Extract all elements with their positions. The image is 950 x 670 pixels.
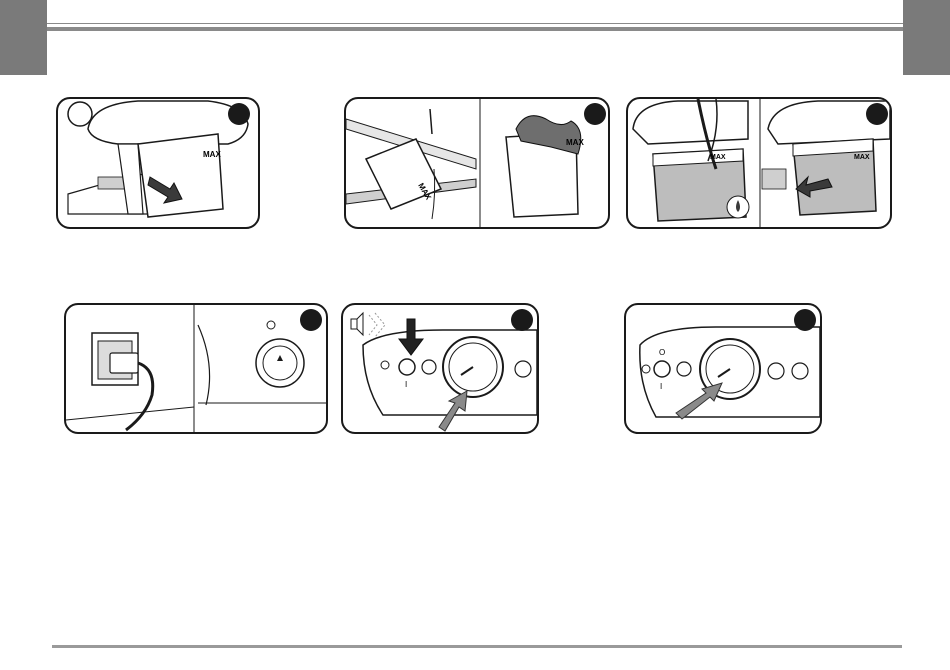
gauge-ready-drawing: O I bbox=[626, 305, 820, 432]
step-indicator bbox=[300, 309, 322, 331]
power-switch-mark: I bbox=[660, 382, 662, 391]
tank-max-label-2: MAX bbox=[566, 138, 584, 147]
step-indicator bbox=[511, 309, 533, 331]
press-power-drawing: I bbox=[343, 305, 537, 432]
page-corner-tab-right bbox=[903, 0, 950, 75]
refit-tank-drawing: MAX MAX bbox=[628, 99, 890, 227]
illustration-gauge-ready: O I bbox=[624, 303, 822, 434]
plug-in-drawing bbox=[66, 305, 326, 432]
tank-max-label: MAX bbox=[203, 150, 221, 159]
step-indicator bbox=[794, 309, 816, 331]
illustration-empty-clean-tank: MAX MAX bbox=[344, 97, 610, 229]
step-indicator bbox=[228, 103, 250, 125]
illustration-plug-in bbox=[64, 303, 328, 434]
step-indicator bbox=[584, 103, 606, 125]
footer-rule bbox=[52, 645, 902, 648]
sound-icon bbox=[351, 319, 357, 329]
tank-max-label-2: MAX bbox=[854, 154, 870, 161]
page-corner-tab-left bbox=[0, 0, 47, 75]
tank-max-label: MAX bbox=[710, 154, 726, 161]
illustration-press-power: I bbox=[341, 303, 539, 434]
empty-tank-drawing: MAX MAX bbox=[346, 99, 608, 227]
power-switch-off-mark: O bbox=[659, 348, 665, 357]
power-switch-mark: I bbox=[405, 380, 407, 389]
header-rule-thin bbox=[47, 23, 903, 24]
step-indicator bbox=[866, 103, 888, 125]
illustration-fill-refit-tank: MAX MAX bbox=[626, 97, 892, 229]
illustration-remove-tank: MAX bbox=[56, 97, 260, 229]
header-rule bbox=[47, 27, 903, 31]
